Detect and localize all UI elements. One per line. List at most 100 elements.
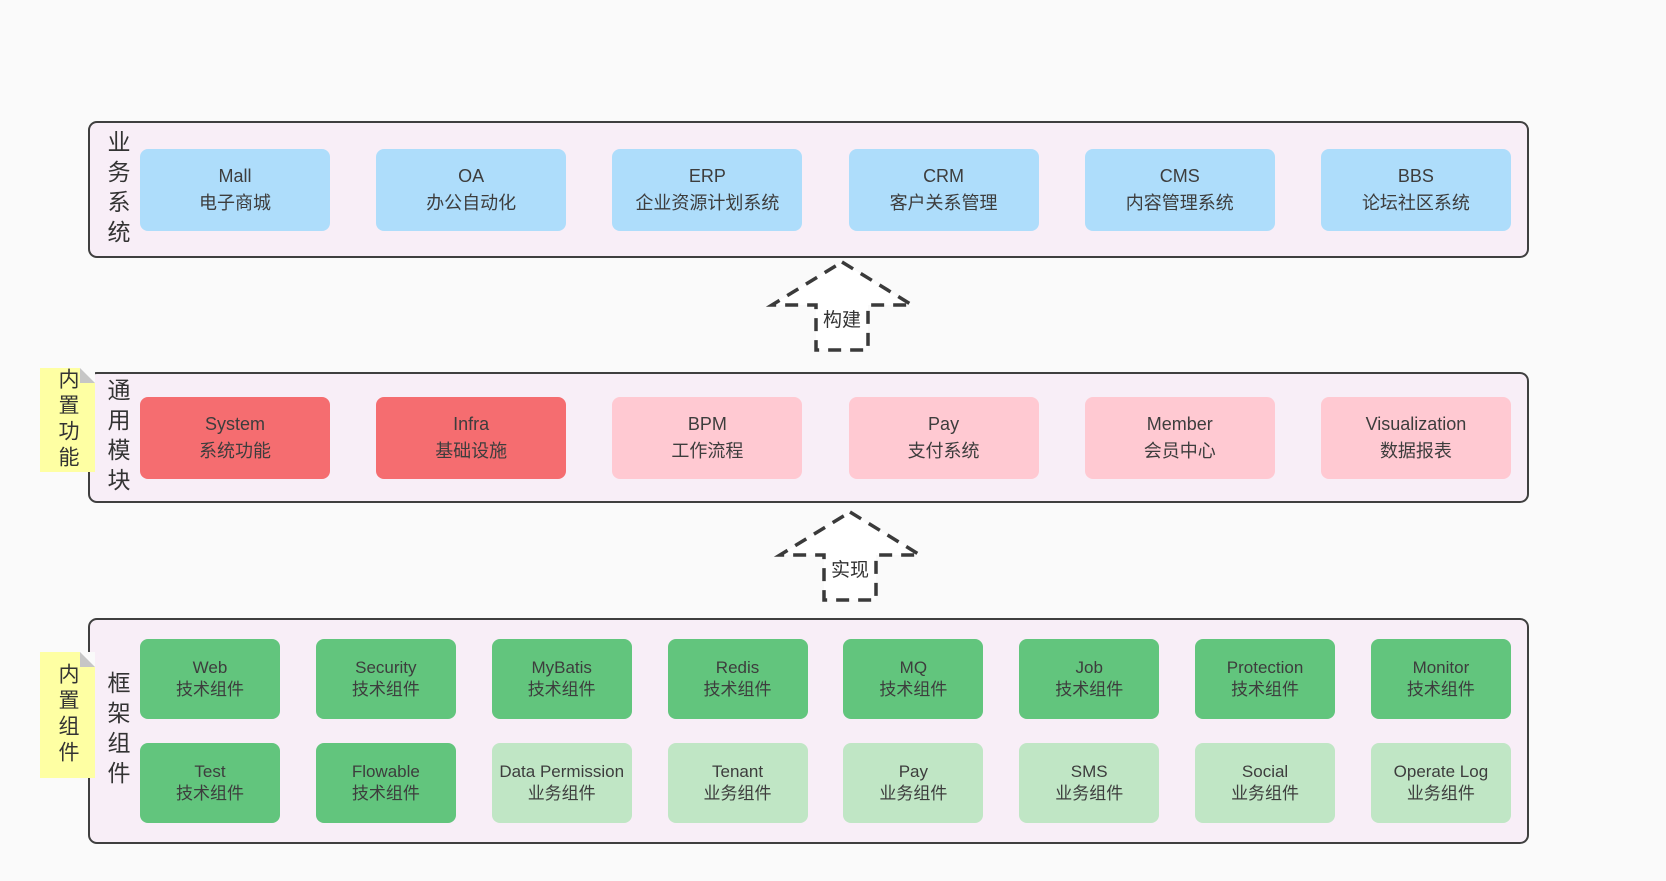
box-title: BBS [1397, 166, 1434, 187]
box-subtitle: 工作流程 [671, 440, 744, 461]
box-subtitle: 企业资源计划系统 [635, 192, 780, 213]
component-box-web: Web 技术组件 [140, 639, 280, 719]
panel-label-business-systems: 业务系统 [104, 129, 130, 250]
box-subtitle: 技术组件 [1406, 680, 1475, 699]
box-subtitle: 技术组件 [351, 784, 420, 803]
box-title: Web [192, 657, 228, 677]
box-title: Job [1075, 657, 1103, 677]
box-title: BPM [687, 414, 727, 435]
box-title: SMS [1070, 761, 1108, 781]
box-title: Operate Log [1393, 761, 1489, 781]
component-box-visualization: Visualization 数据报表 [1320, 396, 1511, 479]
component-box-cms: CMS 内容管理系统 [1084, 148, 1275, 231]
box-subtitle: 业务组件 [1406, 784, 1475, 803]
component-box-crm: CRM 客户关系管理 [848, 148, 1039, 231]
component-box-mybatis: MyBatis 技术组件 [491, 639, 632, 719]
sticky-note-text: 内置组件 [56, 663, 79, 767]
box-subtitle: 内容管理系统 [1125, 192, 1234, 213]
implement-arrow-label: 实现 [829, 555, 871, 582]
box-title: Member [1146, 414, 1213, 435]
box-title: Flowable [351, 761, 420, 781]
component-box-security: Security 技术组件 [315, 639, 456, 719]
box-title: MQ [899, 657, 928, 677]
component-box-pay: Pay 支付系统 [848, 396, 1039, 479]
box-subtitle: 数据报表 [1379, 440, 1452, 461]
component-box-data-permission: Data Permission 业务组件 [491, 743, 632, 823]
panel-label-framework-components: 框架组件 [104, 671, 130, 791]
box-title: Mall [218, 166, 252, 187]
box-subtitle: 技术组件 [703, 680, 772, 699]
component-box-protection: Protection 技术组件 [1195, 639, 1336, 719]
box-title: MyBatis [531, 657, 592, 677]
component-box-tenant: Tenant 业务组件 [667, 743, 808, 823]
component-box-test: Test 技术组件 [140, 743, 280, 823]
box-subtitle: 支付系统 [907, 440, 980, 461]
panel-business-systems: 业务系统 Mall 电子商城 OA 办公自动化 ERP 企业资源计划系统 CRM 客户关系管理… [88, 121, 1529, 258]
panel-body-business-systems: Mall 电子商城 OA 办公自动化 ERP 企业资源计划系统 CRM 客户关系管理 CMS 内容… [130, 123, 1527, 256]
box-title: Protection [1226, 657, 1304, 677]
box-title: CMS [1159, 166, 1200, 187]
box-title: Security [355, 657, 417, 677]
build-arrow-label: 构建 [821, 305, 863, 332]
sticky-note-built-in-features: 内置功能 [40, 368, 95, 472]
build-arrow: 构建 [762, 258, 922, 354]
component-box-flowable: Flowable 技术组件 [315, 743, 456, 823]
box-subtitle: 业务组件 [1055, 784, 1124, 803]
component-box-oa: OA 办公自动化 [376, 148, 567, 231]
component-box-system: System 系统功能 [140, 396, 330, 479]
box-title: OA [458, 166, 485, 187]
box-title: Data Permission [499, 761, 625, 781]
box-subtitle: 业务组件 [527, 784, 596, 803]
box-subtitle: 论坛社区系统 [1361, 192, 1470, 213]
component-box-bpm: BPM 工作流程 [612, 396, 803, 479]
box-subtitle: 技术组件 [1231, 680, 1300, 699]
box-subtitle: 系统功能 [199, 440, 271, 461]
box-subtitle: 技术组件 [879, 680, 948, 699]
box-title: ERP [688, 166, 726, 187]
box-title: Infra [453, 414, 490, 435]
component-box-job: Job 技术组件 [1019, 639, 1160, 719]
component-box-social: Social 业务组件 [1195, 743, 1336, 823]
component-box-mall: Mall 电子商城 [140, 148, 330, 231]
box-subtitle: 会员中心 [1143, 440, 1216, 461]
box-title: Test [194, 761, 226, 781]
component-box-mq: MQ 技术组件 [843, 639, 984, 719]
component-box-pay: Pay 业务组件 [843, 743, 984, 823]
box-title: Visualization [1365, 414, 1467, 435]
sticky-note-built-in-components: 内置组件 [40, 652, 95, 778]
box-title: Pay [898, 761, 929, 781]
box-subtitle: 技术组件 [176, 784, 244, 803]
box-title: System [204, 414, 265, 435]
component-box-operate-log: Operate Log 业务组件 [1370, 743, 1511, 823]
box-subtitle: 技术组件 [1055, 680, 1124, 699]
box-title: Social [1241, 761, 1289, 781]
component-box-sms: SMS 业务组件 [1019, 743, 1160, 823]
box-subtitle: 技术组件 [351, 680, 420, 699]
box-subtitle: 业务组件 [703, 784, 772, 803]
box-subtitle: 技术组件 [527, 680, 596, 699]
box-title: Redis [715, 657, 760, 677]
panel-label-common-modules: 通用模块 [104, 377, 130, 498]
component-box-monitor: Monitor 技术组件 [1370, 639, 1511, 719]
implement-arrow: 实现 [770, 508, 930, 604]
box-title: CRM [923, 166, 965, 187]
box-title: Pay [928, 414, 960, 435]
box-title: Monitor [1412, 657, 1470, 677]
component-box-member: Member 会员中心 [1084, 396, 1275, 479]
component-box-redis: Redis 技术组件 [667, 639, 808, 719]
box-title: Tenant [712, 761, 764, 781]
box-subtitle: 业务组件 [879, 784, 948, 803]
box-subtitle: 业务组件 [1231, 784, 1300, 803]
box-subtitle: 办公自动化 [426, 192, 517, 213]
box-subtitle: 客户关系管理 [889, 192, 998, 213]
box-subtitle: 技术组件 [176, 680, 244, 699]
box-subtitle: 电子商城 [199, 192, 271, 213]
